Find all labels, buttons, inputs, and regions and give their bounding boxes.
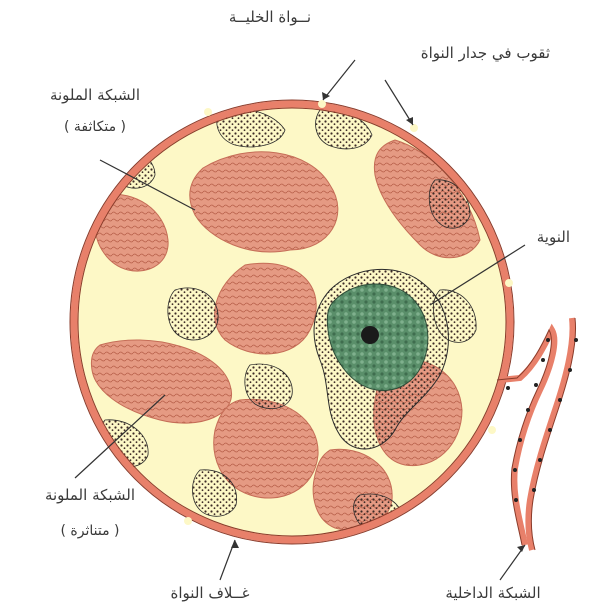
pores-leader-2 (385, 80, 413, 125)
label-chromatin-condensed: الشبكة الملونة (20, 86, 170, 104)
diagram-title: نــواة الخليــة (210, 8, 330, 26)
pores-leader-1 (323, 60, 355, 100)
label-nuclear-envelope: غــلاف النواة (150, 584, 270, 602)
nucleus (70, 100, 514, 544)
label-endoplasmic-reticulum: الشبكة الداخلية (418, 584, 568, 602)
label-nuclear-pores: ثقوب في جدار النواة (360, 44, 550, 62)
label-chromatin-condensed-sub: ( متكاثفة ) (20, 118, 170, 136)
label-chromatin-dispersed-sub: ( متناثرة ) (15, 522, 165, 540)
label-nucleolus: النوية (510, 228, 570, 246)
label-chromatin-dispersed: الشبكة الملونة (15, 486, 165, 504)
